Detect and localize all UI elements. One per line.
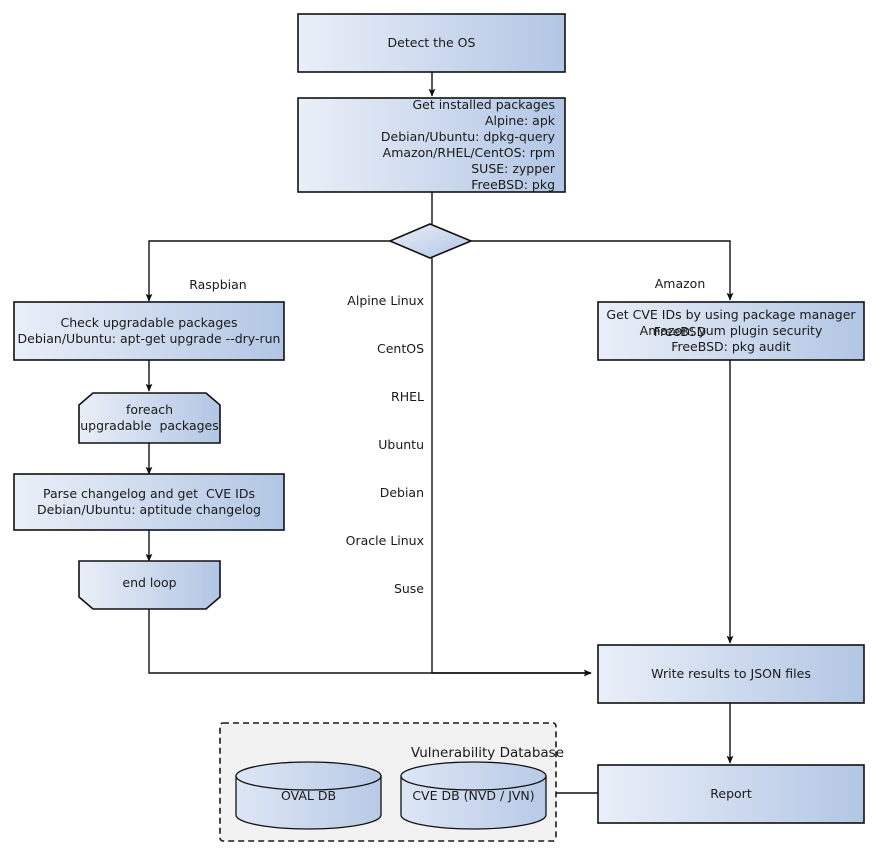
edge-label-raspbian-text: Raspbian: [189, 277, 247, 292]
edge-label-raspbian: Raspbian: [150, 261, 270, 309]
edge-decision-middle: [431, 258, 591, 674]
shape-end-loop: [78, 560, 221, 610]
edge-label-amazon-freebsd: Amazon FreeBSD: [635, 244, 725, 372]
edge-label-amazon: Amazon: [654, 276, 706, 291]
shape-parse-changelog: [13, 473, 285, 531]
node-decision-diamond[interactable]: [390, 224, 471, 258]
cylinder-cve-db: [400, 761, 547, 830]
shape-get-installed-packages: [297, 97, 566, 193]
os-list-centos: CentOS: [376, 341, 424, 356]
os-list-alpine: Alpine Linux: [347, 293, 424, 308]
shape-report: [597, 764, 865, 824]
os-list-ubuntu: Ubuntu: [378, 437, 424, 452]
shape-detect-os: [297, 13, 566, 73]
edge-label-os-list: Alpine Linux CentOS RHEL Ubuntu Debian O…: [300, 261, 424, 629]
os-list-suse: Suse: [393, 581, 424, 596]
group-title-vulnerability-database: Vulnerability Database: [232, 729, 564, 777]
shape-get-cve-ids: [597, 301, 865, 361]
edge-label-freebsd: FreeBSD: [653, 324, 707, 339]
os-list-rhel: RHEL: [391, 389, 424, 404]
shape-check-upgradable: [13, 301, 285, 361]
shape-foreach-loop: [78, 392, 221, 444]
os-list-debian: Debian: [379, 485, 424, 500]
edge-decision-right: [471, 240, 734, 301]
group-title-text: Vulnerability Database: [410, 745, 564, 761]
shape-decision-diamond: [387, 223, 474, 259]
edge-endloop-to-write: [148, 609, 592, 677]
cylinder-oval-db: [235, 761, 382, 830]
edge-decision-left: [145, 240, 390, 302]
os-list-oracle: Oracle Linux: [345, 533, 424, 548]
shape-write-results: [597, 644, 865, 704]
